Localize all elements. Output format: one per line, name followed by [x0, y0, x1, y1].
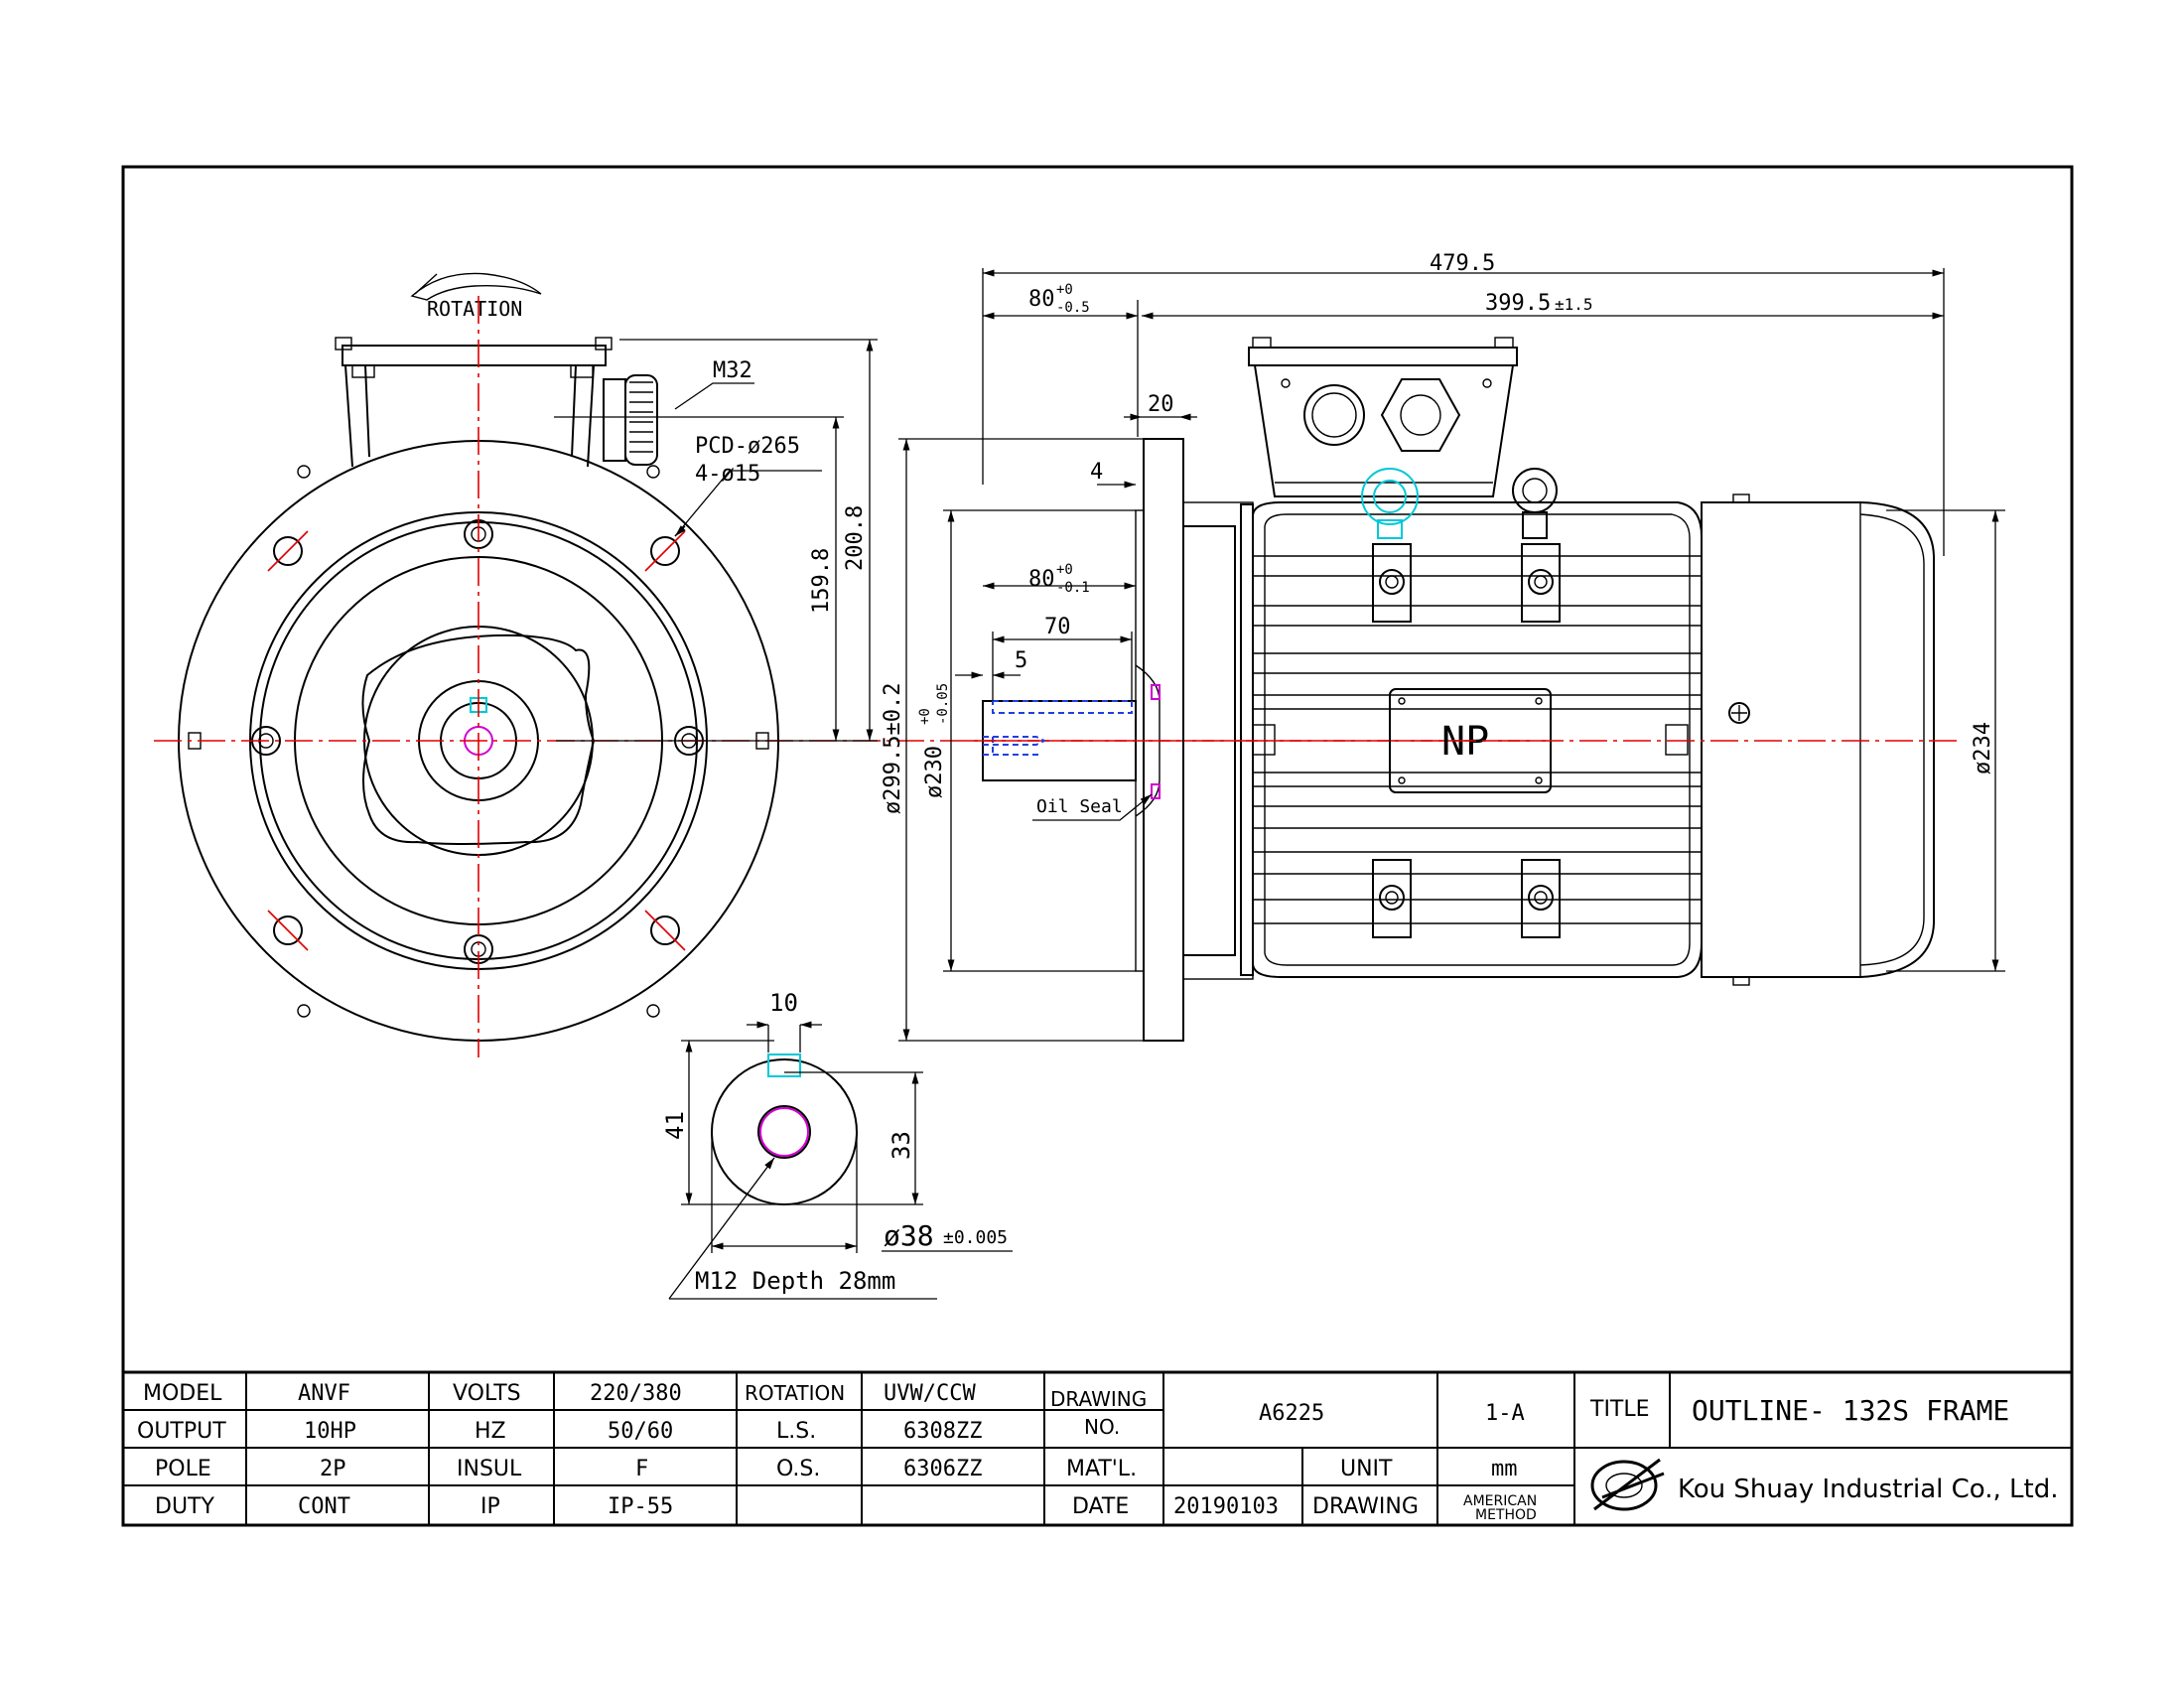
grease-nipple-icon	[1728, 702, 1750, 724]
company-logo-icon	[1590, 1458, 1665, 1511]
terminal-box	[1248, 347, 1518, 366]
ls-label: L.S.	[776, 1419, 816, 1444]
ip-label: IP	[480, 1494, 500, 1519]
date-label: DATE	[1072, 1494, 1129, 1519]
os-value: 6306ZZ	[903, 1457, 982, 1481]
matl-label: MAT'L.	[1066, 1457, 1137, 1481]
hz-label: HZ	[475, 1419, 506, 1444]
cable-gland-icon	[603, 374, 658, 466]
keyway	[767, 1054, 801, 1077]
insul-label: INSUL	[457, 1457, 522, 1481]
body-length-tol: ±1.5	[1555, 295, 1593, 314]
output-value: 10HP	[304, 1419, 356, 1444]
cooling-fins	[1253, 555, 1702, 924]
gland-nut-icon	[1380, 378, 1461, 452]
gland-hole-1	[1303, 384, 1365, 446]
ip-value: IP-55	[608, 1494, 673, 1519]
overall-length-label: 479.5	[1430, 251, 1495, 276]
flange-plate	[1143, 438, 1184, 1042]
dim-41-label: 41	[661, 1111, 689, 1140]
shaft-length-label: 80	[1028, 287, 1055, 312]
shaft-len-tol-dn: -0.5	[1056, 300, 1090, 316]
method-label-1: AMERICAN	[1463, 1493, 1537, 1509]
drawing-no-label-1: DRAWING	[1050, 1387, 1147, 1411]
drawing-border	[121, 165, 2074, 1527]
shaft-end-view: 10 41 33 ø38 ±0.005 M12 Depth 28mm	[661, 989, 1013, 1300]
rotation-arrow-icon	[410, 272, 542, 301]
title-block	[123, 1370, 2072, 1525]
rotation-value: UVW/CCW	[884, 1381, 976, 1406]
body-length-label: 399.5	[1485, 291, 1551, 316]
rotation-tb-label: ROTATION	[745, 1381, 845, 1405]
key-5-label: 5	[1015, 648, 1027, 673]
front-view: ROTATION M32	[154, 272, 1549, 1057]
shaft-dia-label: ø38	[884, 1219, 934, 1252]
body-dia-label: ø234	[1971, 722, 1995, 774]
key-70-label: 70	[1044, 615, 1071, 639]
key	[992, 700, 1133, 714]
pcd-label: PCD-ø265	[695, 434, 800, 459]
company-name: Kou Shuay Industrial Co., Ltd.	[1678, 1475, 2059, 1504]
dim-159-8: 159.8	[809, 548, 834, 614]
model-value: ANVF	[298, 1381, 350, 1406]
volts-label: VOLTS	[453, 1381, 521, 1406]
bearing-housing	[361, 633, 596, 845]
drawing-no-value: A6225	[1259, 1401, 1324, 1426]
motor-frame	[1240, 503, 1254, 976]
model-label: MODEL	[143, 1381, 222, 1406]
key-length-label: 80	[1028, 567, 1055, 592]
flange-thickness-label: 20	[1148, 392, 1174, 417]
os-label: O.S.	[776, 1457, 820, 1481]
duty-label: DUTY	[155, 1494, 214, 1519]
key-len-tol-dn: -0.1	[1056, 580, 1090, 596]
insul-value: F	[635, 1457, 648, 1481]
dim-33-label: 33	[887, 1131, 915, 1160]
spigot-tol-up: +0	[917, 708, 933, 725]
title-value: OUTLINE- 132S FRAME	[1692, 1394, 2009, 1427]
m32-label: M32	[713, 358, 752, 383]
revision-value: 1-A	[1485, 1401, 1525, 1426]
tapped-hole	[759, 1107, 809, 1157]
shaft-len-tol-up: +0	[1056, 282, 1073, 298]
method-label-2: METHOD	[1475, 1507, 1537, 1523]
nameplate-label: NP	[1441, 719, 1489, 765]
side-view: 479.5 80 +0 -0.5 399.5 ±1.5 20 4 80 +0 -	[881, 251, 2005, 1042]
flange-holes	[267, 530, 686, 951]
title-label: TITLE	[1589, 1397, 1650, 1422]
rotation-label: ROTATION	[427, 297, 522, 321]
pole-value: 2P	[320, 1457, 346, 1481]
spigot-tol-dn: -0.05	[935, 683, 951, 725]
oil-seal-label: Oil Seal	[1036, 796, 1123, 817]
terminal-box-front	[341, 345, 607, 366]
duty-value: CONT	[298, 1494, 350, 1519]
drawing-no-label-2: NO.	[1084, 1415, 1120, 1439]
shaft-tol-label: ±0.005	[943, 1227, 1008, 1248]
unit-label: UNIT	[1340, 1457, 1393, 1481]
thread-label: M12 Depth 28mm	[695, 1267, 895, 1295]
hz-value: 50/60	[608, 1419, 673, 1444]
spigot-dia-label: ø230	[922, 746, 947, 798]
drawing-label: DRAWING	[1312, 1494, 1419, 1519]
fan-cover	[1701, 501, 1935, 978]
flange-dia-label: ø299.5±0.2	[881, 683, 905, 814]
pole-label: POLE	[155, 1457, 211, 1481]
eyebolt-icon	[1512, 468, 1558, 513]
ls-value: 6308ZZ	[903, 1419, 982, 1444]
key-len-tol-up: +0	[1056, 562, 1073, 578]
date-value: 20190103	[1173, 1494, 1279, 1519]
key-width-label: 10	[769, 989, 798, 1017]
holes-label: 4-ø15	[695, 462, 760, 487]
bolt-holes	[251, 519, 704, 964]
output-label: OUTPUT	[137, 1419, 226, 1444]
unit-value: mm	[1491, 1457, 1518, 1481]
mounting-lugs	[1372, 543, 1561, 938]
spigot-label: 4	[1090, 460, 1103, 485]
volts-value: 220/380	[590, 1381, 682, 1406]
dim-200-8: 200.8	[843, 505, 868, 571]
